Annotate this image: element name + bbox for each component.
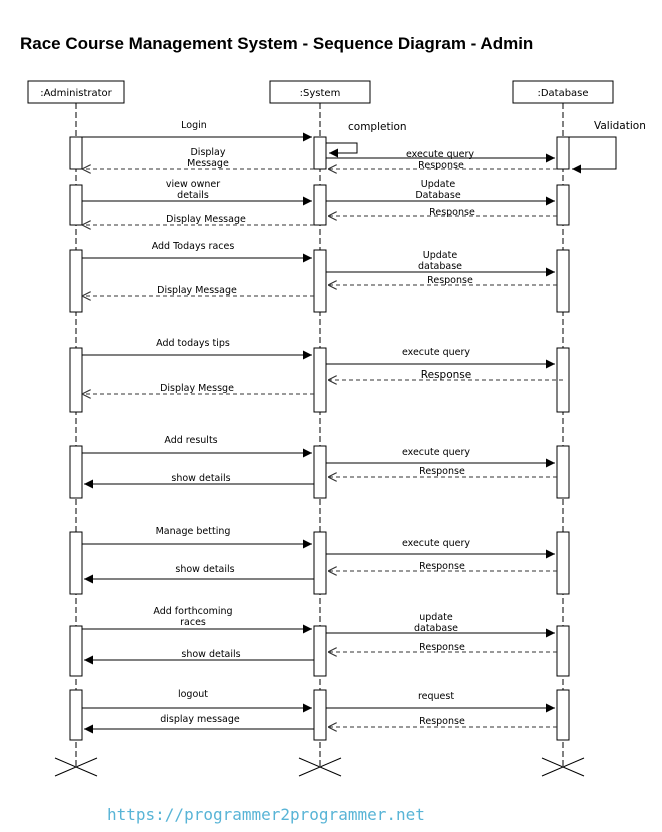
return-display-label-8: display message	[160, 714, 240, 725]
db-return-response-7: Response	[328, 642, 557, 653]
db-call-label-6: execute query	[402, 538, 470, 549]
message-add-forthcoming-label-b: races	[180, 617, 206, 628]
self-message-validation: Validation	[569, 120, 646, 174]
db-call-label-7a: update	[419, 612, 453, 623]
db-call-request-8: request	[326, 691, 555, 713]
db-return-label-8: Response	[419, 716, 465, 727]
message-add-forthcoming-label-a: Add forthcoming	[153, 606, 232, 617]
db-return-response-4: Response	[328, 369, 563, 381]
message-manage-betting: Manage betting	[82, 526, 312, 549]
return-show-details-7: show details	[84, 649, 314, 665]
return-display-message-8: display message	[84, 714, 314, 734]
db-call-update-database-2: Update Database	[326, 179, 555, 206]
db-call-execute-query-6: execute query	[326, 538, 555, 559]
participant-administrator-label: :Administrator	[40, 88, 112, 99]
db-call-label-2b: Database	[415, 190, 460, 201]
participant-administrator: :Administrator	[27, 80, 125, 104]
return-show-details-6: show details	[84, 564, 314, 584]
message-manage-betting-label: Manage betting	[156, 526, 231, 537]
db-return-label-5: Response	[419, 466, 465, 477]
db-return-label-2: Response	[429, 207, 475, 218]
footer-link[interactable]: https://programmer2programmer.net	[107, 805, 425, 824]
db-call-execute-query-4: execute query	[326, 347, 555, 369]
message-logout-label: logout	[178, 689, 208, 700]
db-return-response-8: Response	[328, 716, 557, 727]
self-message-validation-label: Validation	[594, 120, 646, 132]
return-display-label-2: Display Message	[166, 214, 246, 225]
db-return-response-1: Response	[328, 160, 557, 171]
message-view-owner-details: view owner details	[82, 179, 312, 206]
self-message-completion: completion	[326, 121, 407, 158]
db-call-label-3a: Update	[423, 250, 458, 261]
diagram-title: Race Course Management System - Sequence…	[20, 34, 533, 53]
db-return-label-7: Response	[419, 642, 465, 653]
db-return-response-6: Response	[328, 561, 557, 572]
db-return-response-3: Response	[328, 275, 557, 286]
return-show-details-5: show details	[84, 473, 314, 489]
db-return-response-5: Response	[328, 466, 557, 477]
db-call-label-1: execute query	[406, 149, 474, 160]
message-login: Login	[82, 120, 312, 142]
message-add-results-label: Add results	[164, 435, 217, 446]
self-message-completion-label: completion	[348, 121, 407, 133]
db-call-label-2a: Update	[421, 179, 456, 190]
message-add-todays-races-label: Add Todays races	[152, 241, 235, 252]
message-login-label: Login	[181, 120, 207, 131]
message-logout: logout	[82, 689, 312, 713]
return-show-details-label-5: show details	[171, 473, 230, 484]
db-call-execute-query-1: execute query	[326, 149, 555, 163]
db-call-label-7b: database	[414, 623, 458, 634]
return-display-message-1: Display Message	[82, 147, 314, 169]
return-display-label-1a: Display	[190, 147, 225, 158]
participant-system-label: :System	[300, 88, 341, 99]
message-add-todays-races: Add Todays races	[82, 241, 312, 263]
return-show-details-label-6: show details	[175, 564, 234, 575]
message-add-forthcoming-races: Add forthcoming races	[82, 606, 312, 634]
message-add-todays-tips: Add todays tips	[82, 338, 312, 360]
message-view-owner-label-b: details	[177, 190, 209, 201]
db-return-label-6: Response	[419, 561, 465, 572]
participant-database: :Database	[512, 80, 614, 104]
db-call-label-8: request	[418, 691, 454, 702]
return-display-message-4: Display Messge	[82, 383, 314, 394]
db-return-response-2: Response	[328, 207, 557, 218]
db-call-label-3b: database	[418, 261, 462, 272]
return-display-label-4: Display Messge	[160, 383, 234, 394]
return-display-label-3: Display Message	[157, 285, 237, 296]
db-call-update-database-7: update database	[326, 612, 555, 638]
return-display-message-3: Display Message	[82, 285, 314, 296]
destroy-marks	[54, 757, 585, 777]
message-add-todays-tips-label: Add todays tips	[156, 338, 230, 349]
db-return-label-4: Response	[421, 369, 471, 381]
message-view-owner-label-a: view owner	[166, 179, 220, 190]
db-return-label-1: Response	[418, 160, 464, 171]
return-display-message-2: Display Message	[82, 214, 314, 225]
participant-database-label: :Database	[537, 88, 588, 99]
return-display-label-1b: Message	[187, 158, 229, 169]
db-call-execute-query-5: execute query	[326, 447, 555, 468]
activations	[69, 136, 570, 741]
return-show-details-label-7: show details	[181, 649, 240, 660]
db-call-update-database-3: Update database	[326, 250, 555, 277]
db-return-label-3: Response	[427, 275, 473, 286]
db-call-label-4: execute query	[402, 347, 470, 358]
db-call-label-5: execute query	[402, 447, 470, 458]
message-add-results: Add results	[82, 435, 312, 458]
participant-system: :System	[269, 80, 371, 104]
